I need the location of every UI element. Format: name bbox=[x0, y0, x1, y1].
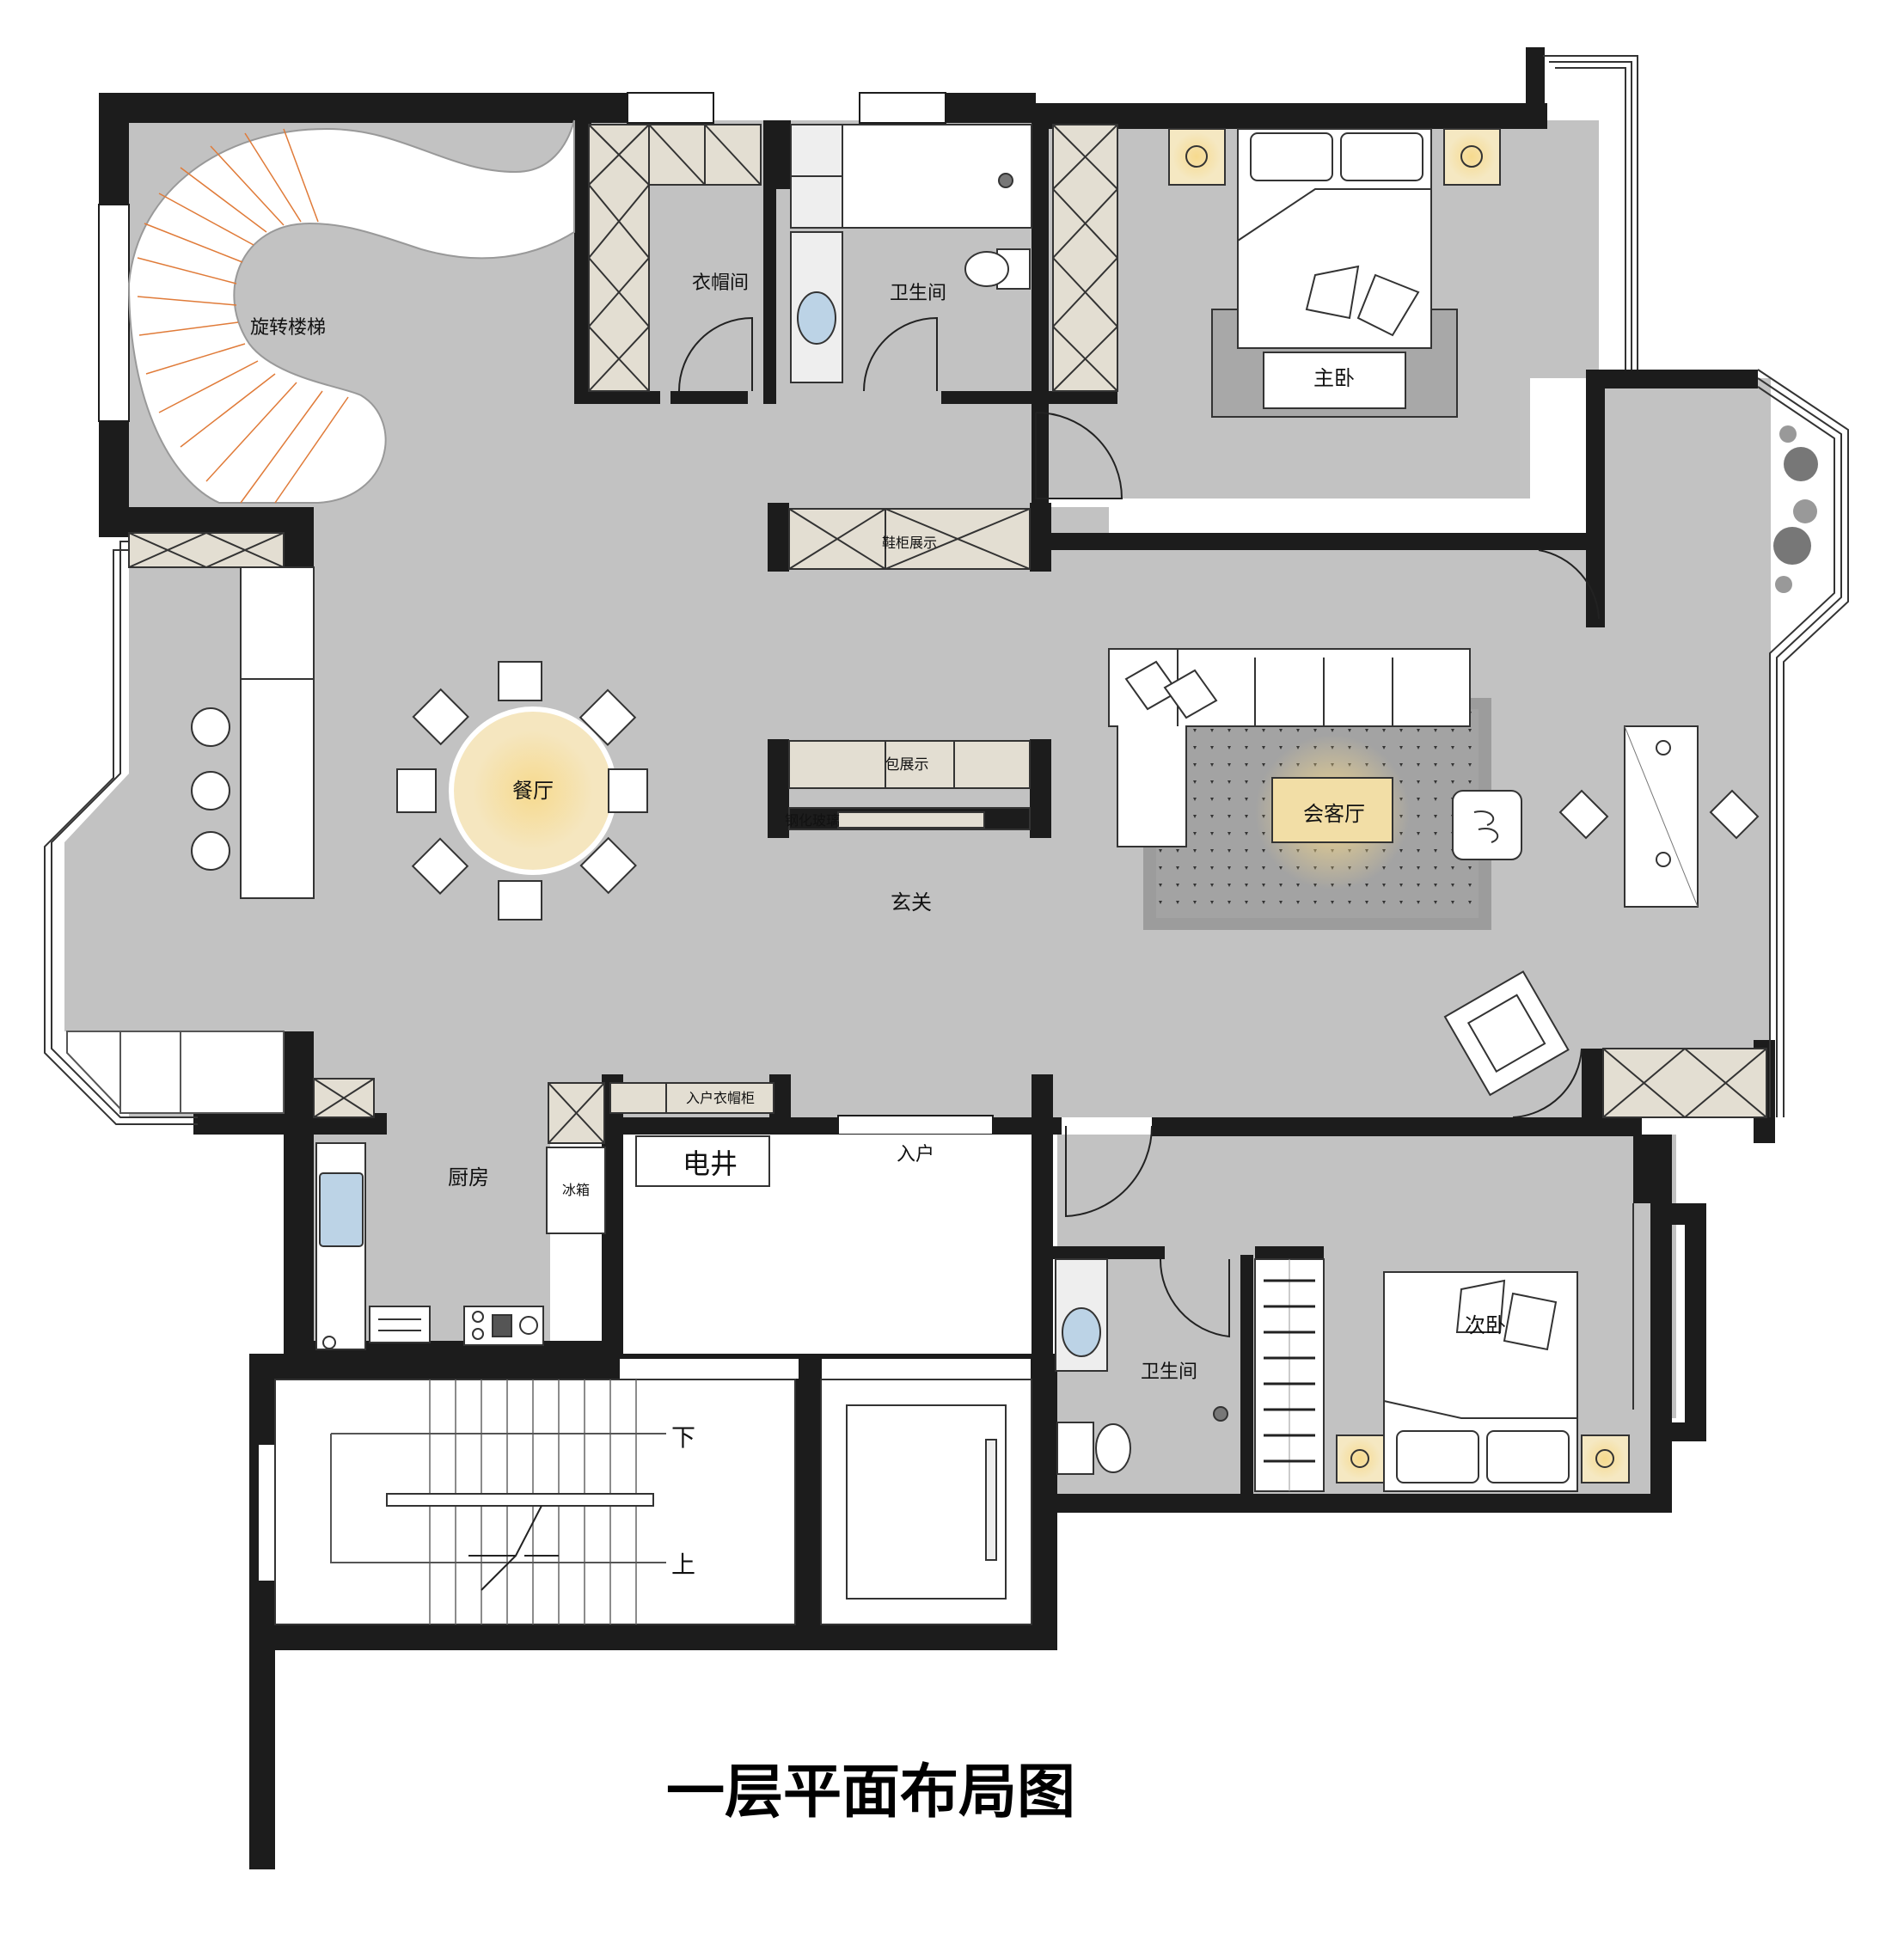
bathroom-2-door bbox=[1159, 1258, 1230, 1338]
cabinet-bottom-right bbox=[1602, 1048, 1767, 1118]
second-bed bbox=[1383, 1271, 1578, 1492]
label-entry-cabinet: 入户衣帽柜 bbox=[686, 1090, 755, 1106]
master-nightstand-lamps bbox=[1168, 128, 1501, 186]
cloakroom-cabinets bbox=[588, 124, 762, 392]
stairwell bbox=[274, 1379, 796, 1625]
second-wardrobe bbox=[1254, 1258, 1325, 1492]
kitchen-bar bbox=[128, 532, 315, 899]
entrance-door bbox=[1065, 1125, 1154, 1218]
cloakroom-door bbox=[678, 316, 753, 392]
bay-windows bbox=[44, 55, 1849, 1410]
hall-door bbox=[1035, 412, 1123, 499]
room-label-foyer: 玄关 bbox=[891, 890, 932, 915]
second-nightstand-lamps bbox=[1336, 1434, 1630, 1483]
room-label-bathroom-2: 卫生间 bbox=[1141, 1361, 1197, 1383]
display-cabinet bbox=[788, 740, 1031, 830]
entry-cabinet bbox=[313, 1078, 774, 1144]
label-tempered-glass: 钢化玻璃 bbox=[785, 812, 840, 829]
elevator bbox=[820, 1379, 1032, 1625]
room-label-cloakroom: 衣帽间 bbox=[692, 272, 749, 294]
label-shoe-cabinet: 鞋柜展示 bbox=[882, 535, 937, 551]
living-door bbox=[1538, 549, 1600, 620]
master-bed bbox=[1211, 128, 1458, 418]
windows bbox=[98, 92, 1032, 1582]
label-electrical-shaft-text: 电井 bbox=[683, 1147, 738, 1180]
master-wardrobe bbox=[1052, 124, 1118, 392]
room-label-spiral-stair: 旋转楼梯 bbox=[250, 317, 326, 339]
console-table bbox=[1558, 725, 1760, 908]
room-label-entrance: 入户 bbox=[897, 1144, 934, 1165]
room-label-dining: 餐厅 bbox=[512, 779, 554, 803]
room-label-bathroom-1: 卫生间 bbox=[890, 283, 946, 304]
bay-window-sill bbox=[66, 1031, 285, 1114]
bathroom-1-door bbox=[863, 316, 938, 392]
living-door-2 bbox=[1512, 1048, 1583, 1118]
room-label-living: 会客厅 bbox=[1303, 802, 1365, 826]
label-display-cabinet: 包展示 bbox=[885, 756, 929, 774]
stair-label-down: 下 bbox=[671, 1423, 695, 1452]
room-label-master-bedroom: 主卧 bbox=[1313, 366, 1355, 390]
room-label-second-bedroom: 次卧 bbox=[1465, 1313, 1506, 1337]
bathroom-2-fixtures bbox=[1055, 1258, 1228, 1475]
room-label-kitchen: 厨房 bbox=[448, 1165, 489, 1190]
bathroom-1-fixtures bbox=[790, 124, 1032, 383]
dining-table bbox=[396, 661, 648, 921]
kitchen-fixtures bbox=[315, 1142, 606, 1350]
armchair bbox=[1443, 970, 1570, 1097]
sofa bbox=[1108, 648, 1471, 847]
stair-label-up: 上 bbox=[671, 1551, 695, 1579]
coffee-table bbox=[1255, 735, 1410, 890]
label-fridge: 冰箱 bbox=[562, 1182, 590, 1198]
spiral-stair bbox=[127, 119, 575, 504]
walls bbox=[99, 47, 1775, 1869]
plan-title: 一层平面布局图 bbox=[666, 1759, 1075, 1826]
plants bbox=[1773, 425, 1818, 593]
side-table bbox=[1452, 790, 1522, 860]
shoe-cabinet bbox=[788, 508, 1031, 570]
